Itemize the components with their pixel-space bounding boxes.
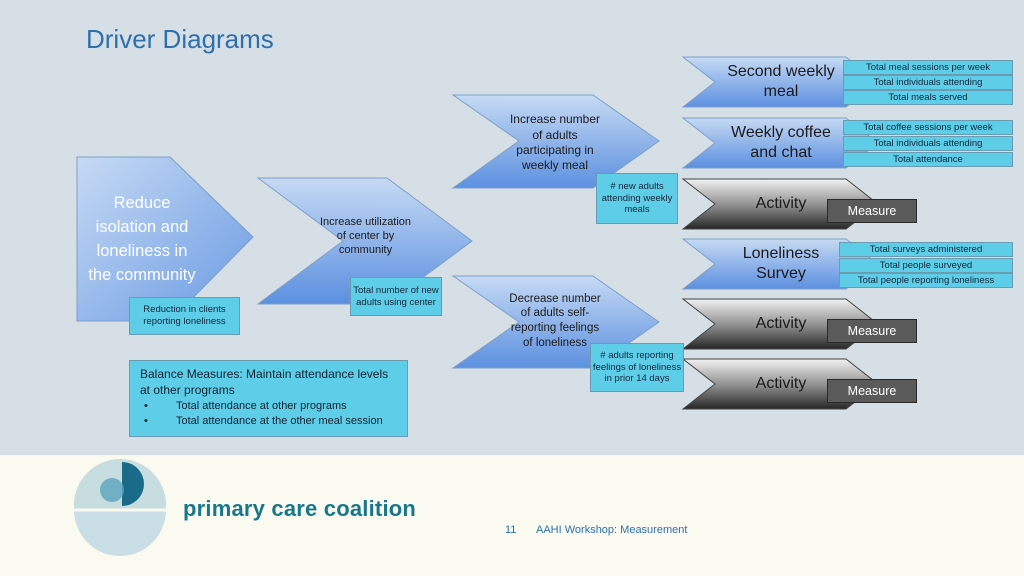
secondary-driver-chevron-1 (451, 94, 660, 189)
change-label-6: Activity (755, 374, 807, 392)
coffee-measure-tag-3: Total attendance (843, 152, 1013, 167)
org-name: primary care coalition (183, 496, 417, 521)
change-chevron-1 (681, 56, 879, 108)
balance-measures-box: Balance Measures: Maintain attendance le… (129, 360, 408, 437)
activity-measure-tag-2: Measure (827, 319, 917, 343)
balance-item-1: • Total attendance at other programs (140, 399, 397, 413)
primary-driver-label: Increase utilization of center by commun… (319, 215, 412, 257)
change-label-1: Second weekly meal (727, 62, 835, 100)
primary-driver-measure-tag: Total number of new adults using center (350, 277, 442, 316)
aim-measure-tag: Reduction in clients reporting lonelines… (129, 297, 240, 335)
page-number: 11 (505, 524, 517, 536)
bullet: • (144, 400, 148, 413)
slide-title: Driver Diagrams (86, 24, 274, 54)
secondary-driver-measure-tag-1: # new adults attending weekly meals (596, 173, 678, 224)
change-label-5: Activity (755, 314, 807, 332)
secondary-driver-measure-tag-2: # adults reporting feelings of lonelines… (590, 343, 684, 392)
survey-measure-tag-1: Total surveys administered (839, 242, 1013, 257)
balance-heading: Balance Measures: Maintain attendance le… (140, 367, 389, 397)
activity-measure-tag-1: Measure (827, 199, 917, 223)
change-label-2: Weekly coffee and chat (731, 123, 831, 161)
footer-area (0, 455, 1024, 576)
coffee-measure-tag-1: Total coffee sessions per week (843, 120, 1013, 135)
bullet: • (144, 415, 148, 428)
aim-chevron (76, 156, 254, 322)
change-label-3: Activity (755, 194, 807, 212)
change-chevron-2 (681, 117, 879, 169)
meal-measure-tag-3: Total meals served (843, 90, 1013, 105)
balance-item-text: Total attendance at other programs (176, 400, 347, 413)
survey-measure-tag-3: Total people reporting loneliness (839, 273, 1013, 288)
coffee-measure-tag-2: Total individuals attending (843, 136, 1013, 151)
secondary-driver-label-1: Increase number of adults participating … (509, 112, 601, 173)
balance-item-text: Total attendance at the other meal sessi… (176, 415, 383, 428)
change-chevron-4 (681, 238, 879, 290)
balance-item-2: • Total attendance at the other meal ses… (140, 414, 397, 428)
activity-measure-tag-3: Measure (827, 379, 917, 403)
change-label-4: Loneliness Survey (742, 244, 820, 282)
logo-mark (70, 459, 170, 556)
workshop-label: AAHI Workshop: Measurement (536, 524, 688, 536)
meal-measure-tag-1: Total meal sessions per week (843, 60, 1013, 75)
meal-measure-tag-2: Total individuals attending (843, 75, 1013, 90)
survey-measure-tag-2: Total people surveyed (839, 258, 1013, 273)
secondary-driver-label-2: Decrease number of adults self-reporting… (509, 292, 601, 349)
aim-label: Reduce isolation and loneliness in the c… (88, 194, 196, 284)
